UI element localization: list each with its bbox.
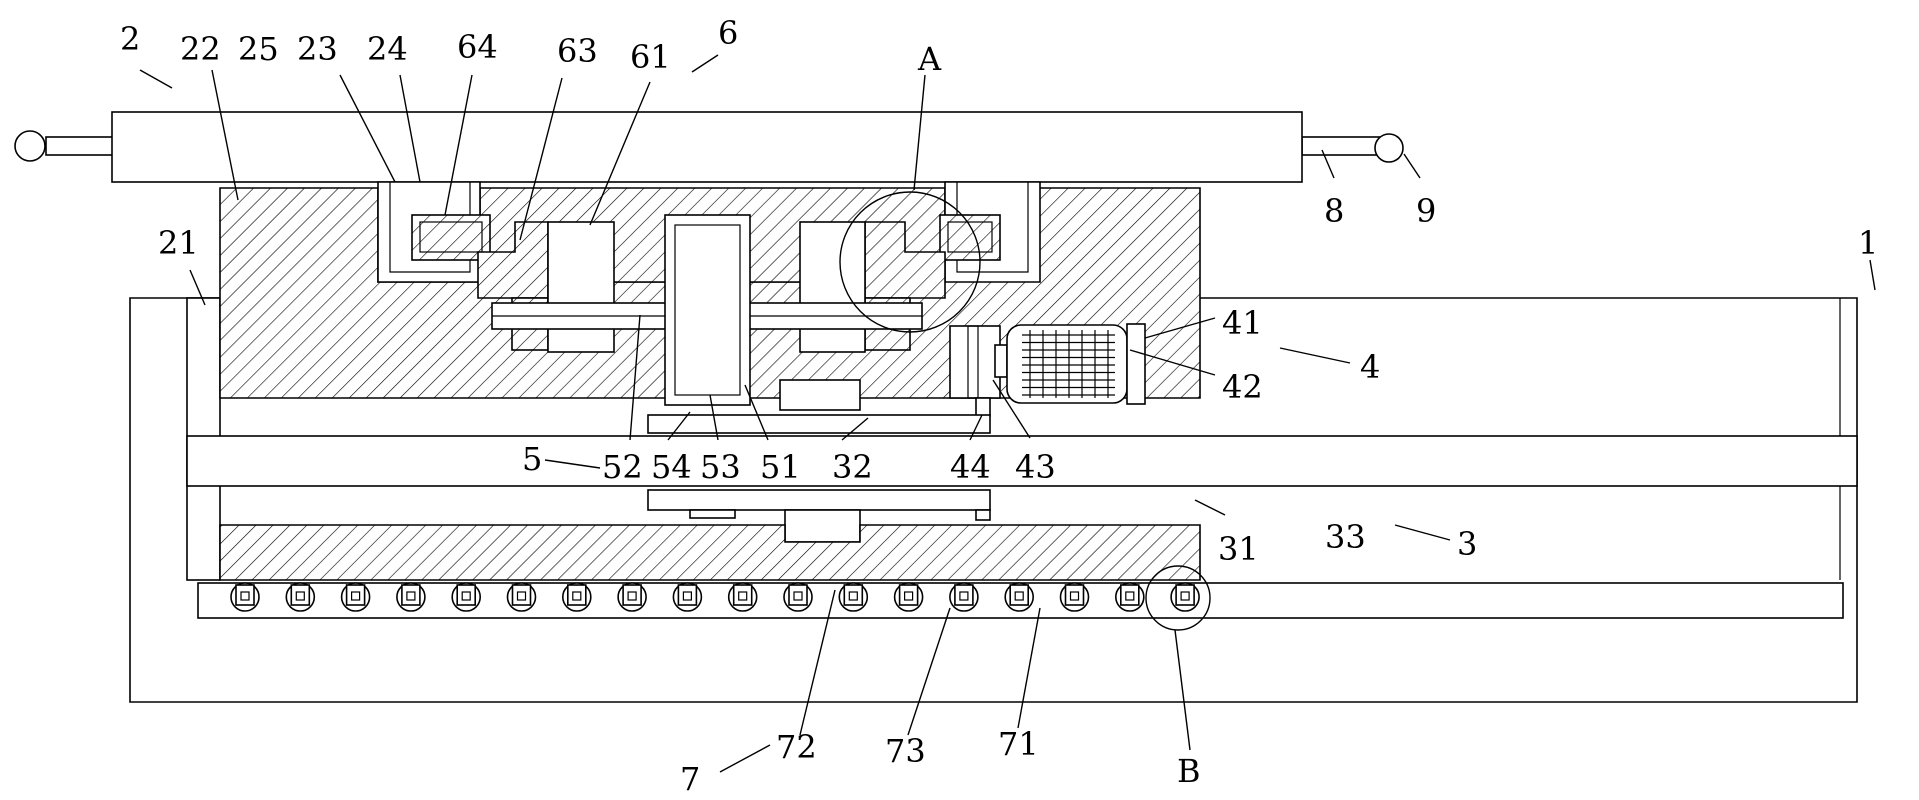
label-73: 73: [885, 732, 926, 770]
label-24: 24: [367, 30, 408, 68]
central-gear-outer: [664, 214, 751, 406]
label-5: 5: [522, 440, 542, 478]
label-44: 44: [950, 448, 991, 486]
rollers: [230, 582, 1200, 612]
label-31: 31: [1218, 530, 1259, 568]
label-51: 51: [760, 448, 801, 486]
left-handle-rod: [45, 136, 115, 156]
label-9: 9: [1416, 192, 1436, 230]
roller: [285, 582, 316, 612]
rail-plate: [647, 414, 991, 434]
label-71: 71: [998, 725, 1039, 763]
detail-callout-a: [839, 191, 981, 333]
top-bar: [111, 111, 1303, 183]
roller: [396, 582, 426, 612]
label-53: 53: [700, 448, 741, 486]
detail-callout-b: [1145, 565, 1211, 631]
roller: [506, 582, 537, 612]
label-4: 4: [1360, 348, 1380, 386]
label-23: 23: [297, 30, 338, 68]
label-25: 25: [238, 30, 279, 68]
roller: [451, 582, 482, 612]
lower-hatched-block: [219, 524, 1201, 581]
label-21: 21: [158, 224, 199, 262]
roller: [893, 582, 924, 612]
motor-end-cap: [1126, 323, 1146, 405]
label-43: 43: [1015, 448, 1056, 486]
right-slider-inner: [947, 221, 993, 253]
lower-plate-foot-left: [689, 509, 736, 519]
label-32: 32: [832, 448, 873, 486]
roller: [672, 582, 703, 612]
motor-bracket: [949, 325, 1001, 399]
roller: [340, 582, 371, 612]
roller: [783, 582, 813, 612]
label-22: 22: [180, 30, 221, 68]
leader-lines: [139, 54, 1876, 773]
label-3: 3: [1457, 525, 1477, 563]
lower-rail-plate: [647, 489, 991, 511]
lower-center-block: [784, 509, 861, 543]
rail-upper-block: [779, 379, 861, 411]
roller: [838, 582, 869, 612]
label-8: 8: [1324, 192, 1344, 230]
roller: [1115, 582, 1145, 612]
right-handle-knob: [1374, 133, 1404, 163]
label-2: 2: [120, 20, 140, 58]
label-52: 52: [602, 448, 643, 486]
label-54: 54: [651, 448, 692, 486]
motor-fins: [1022, 330, 1115, 398]
left-handle-knob: [14, 130, 46, 162]
roller: [230, 582, 260, 612]
roller: [1059, 582, 1090, 612]
label-63: 63: [557, 32, 598, 70]
label-1: 1: [1858, 224, 1878, 262]
roller: [561, 582, 592, 612]
label-72: 72: [776, 728, 817, 766]
label-7: 7: [680, 760, 700, 798]
central-gear-inner: [674, 224, 741, 396]
motor-coupling: [994, 344, 1008, 378]
label-42: 42: [1222, 368, 1263, 406]
small-bracket-44: [975, 397, 991, 417]
label-64: 64: [457, 28, 498, 66]
motor-bracket-plate: [967, 325, 979, 399]
roller: [1004, 582, 1035, 612]
reference-labels: 2 22 25 23 24 64 63 61 6 A 8 9 21 1 41 4…: [120, 14, 1878, 798]
label-b: B: [1177, 752, 1201, 790]
long-rail: [186, 435, 1858, 487]
left-gear-61: [547, 221, 615, 353]
label-6: 6: [718, 14, 738, 52]
motor-body: [1006, 324, 1128, 404]
roller: [727, 582, 758, 612]
right-gear-block: [799, 221, 866, 353]
label-41: 41: [1222, 304, 1263, 342]
roller: [617, 582, 647, 612]
label-61: 61: [630, 38, 671, 76]
left-slider-inner: [419, 221, 483, 253]
roller: [1170, 582, 1200, 612]
roller: [949, 582, 979, 612]
label-33: 33: [1325, 518, 1366, 556]
label-a: A: [917, 40, 942, 78]
lower-plate-foot-right: [975, 509, 991, 521]
